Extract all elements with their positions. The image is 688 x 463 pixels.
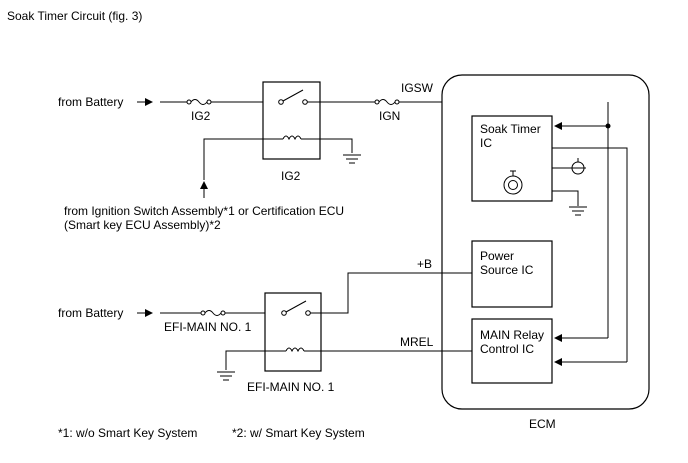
signal-label-mrel: MREL bbox=[400, 335, 434, 349]
footnote-2: *2: w/ Smart Key System bbox=[232, 426, 365, 440]
coil-icon bbox=[282, 135, 302, 141]
ground-icon bbox=[569, 206, 587, 216]
relay-label-efi: EFI-MAIN NO. 1 bbox=[247, 380, 335, 394]
clock-icon bbox=[503, 170, 523, 195]
source-label-ignition: from Ignition Switch Assembly*1 or Certi… bbox=[64, 204, 344, 218]
wire bbox=[301, 138, 353, 153]
soak-timer-ic-label-1: Soak Timer bbox=[480, 122, 541, 136]
fuse-label-ig2: IG2 bbox=[191, 109, 211, 123]
wire bbox=[225, 350, 286, 370]
power-source-ic-label-1: Power bbox=[480, 249, 514, 263]
fuse-icon bbox=[374, 99, 400, 105]
diagram-title: Soak Timer Circuit (fig. 3) bbox=[7, 9, 142, 23]
wire bbox=[552, 147, 628, 362]
power-source-ic-label-2: Source IC bbox=[480, 263, 534, 277]
relay-box-efi bbox=[264, 292, 322, 372]
soak-timer-ic-label-2: IC bbox=[480, 136, 492, 150]
footnote-1: *1: w/o Smart Key System bbox=[58, 426, 197, 440]
source-label-battery-top: from Battery bbox=[58, 95, 123, 109]
signal-label-igsw: IGSW bbox=[401, 81, 434, 95]
source-label-ignition-2: (Smart key ECU Assembly)*2 bbox=[64, 218, 221, 232]
transistor-icon bbox=[570, 158, 586, 175]
main-relay-control-ic bbox=[471, 318, 553, 384]
wire bbox=[203, 138, 283, 180]
main-relay-ic-label-2: Control IC bbox=[480, 342, 534, 356]
fuse-label-efi: EFI-MAIN NO. 1 bbox=[164, 320, 252, 334]
relay-label-ig2: IG2 bbox=[281, 169, 301, 183]
wire bbox=[310, 272, 472, 314]
ecm-label: ECM bbox=[529, 417, 556, 431]
main-relay-ic-label-1: MAIN Relay bbox=[480, 328, 544, 342]
fuse-icon bbox=[200, 310, 226, 316]
ground-icon bbox=[343, 154, 361, 164]
wire bbox=[552, 190, 579, 206]
coil-icon bbox=[285, 347, 305, 353]
relay-box-ig2 bbox=[262, 81, 321, 160]
soak-timer-ic bbox=[471, 115, 553, 202]
switch-icon bbox=[278, 89, 308, 105]
fuse-label-ign: IGN bbox=[379, 109, 400, 123]
signal-label-plus-b: +B bbox=[417, 257, 432, 271]
source-label-battery-bottom: from Battery bbox=[58, 306, 123, 320]
power-source-ic bbox=[471, 240, 553, 308]
ground-icon bbox=[217, 371, 235, 381]
fuse-icon bbox=[186, 99, 212, 105]
